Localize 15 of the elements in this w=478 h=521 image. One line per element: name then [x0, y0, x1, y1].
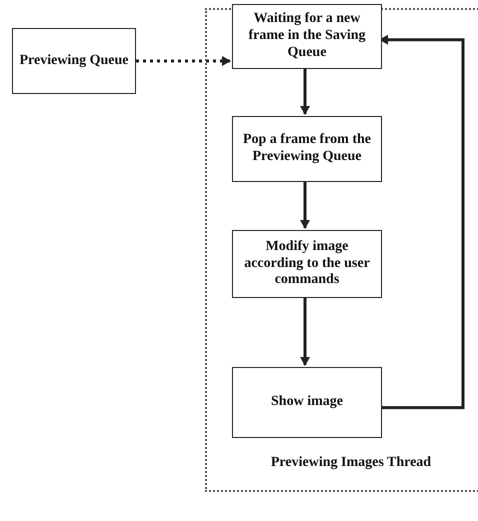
arrow: [136, 56, 231, 66]
node-label: Previewing Queue: [19, 52, 128, 70]
node-label: Modify image according to the user commands: [243, 238, 371, 290]
arrow: [300, 296, 310, 366]
process-box: [232, 4, 382, 69]
process-box: [232, 230, 382, 298]
node-label: Pop a frame from the Previewing Queue: [242, 132, 372, 166]
process-box: [12, 28, 136, 94]
process-box: [232, 367, 382, 438]
arrow: [300, 67, 310, 115]
node-label: Waiting for a new frame in the Saving Queue: [247, 11, 367, 62]
region-label: Previewing Images Thread: [270, 455, 432, 472]
node-label: Show image: [271, 394, 343, 411]
arrow: [300, 180, 310, 229]
process-box: [232, 116, 382, 182]
